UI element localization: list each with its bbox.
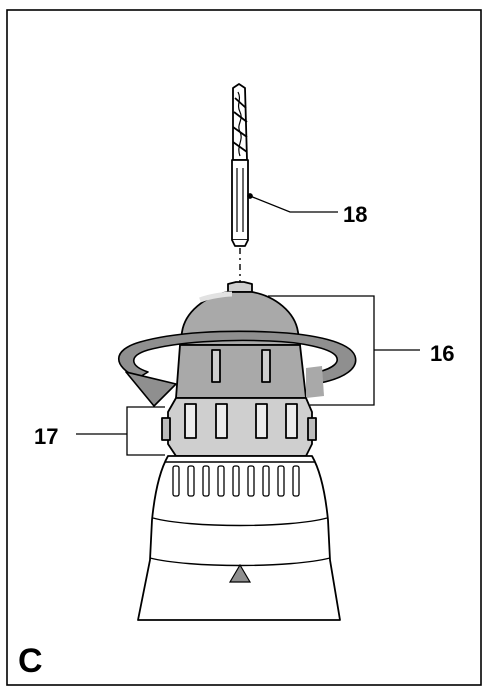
callout-16: 16 xyxy=(430,341,455,366)
rotation-arrow-icon xyxy=(118,330,357,407)
triangle-marker-icon xyxy=(228,563,252,583)
leader-18 xyxy=(247,193,338,213)
locking-ring xyxy=(161,397,317,457)
drill-bit xyxy=(231,83,249,247)
drill-body xyxy=(137,455,341,621)
figure-letter: C xyxy=(18,642,43,680)
callout-17: 17 xyxy=(34,424,59,449)
bracket-16 xyxy=(268,295,420,406)
bracket-17 xyxy=(76,406,165,456)
page-frame xyxy=(6,9,482,686)
callout-18: 18 xyxy=(343,202,368,227)
